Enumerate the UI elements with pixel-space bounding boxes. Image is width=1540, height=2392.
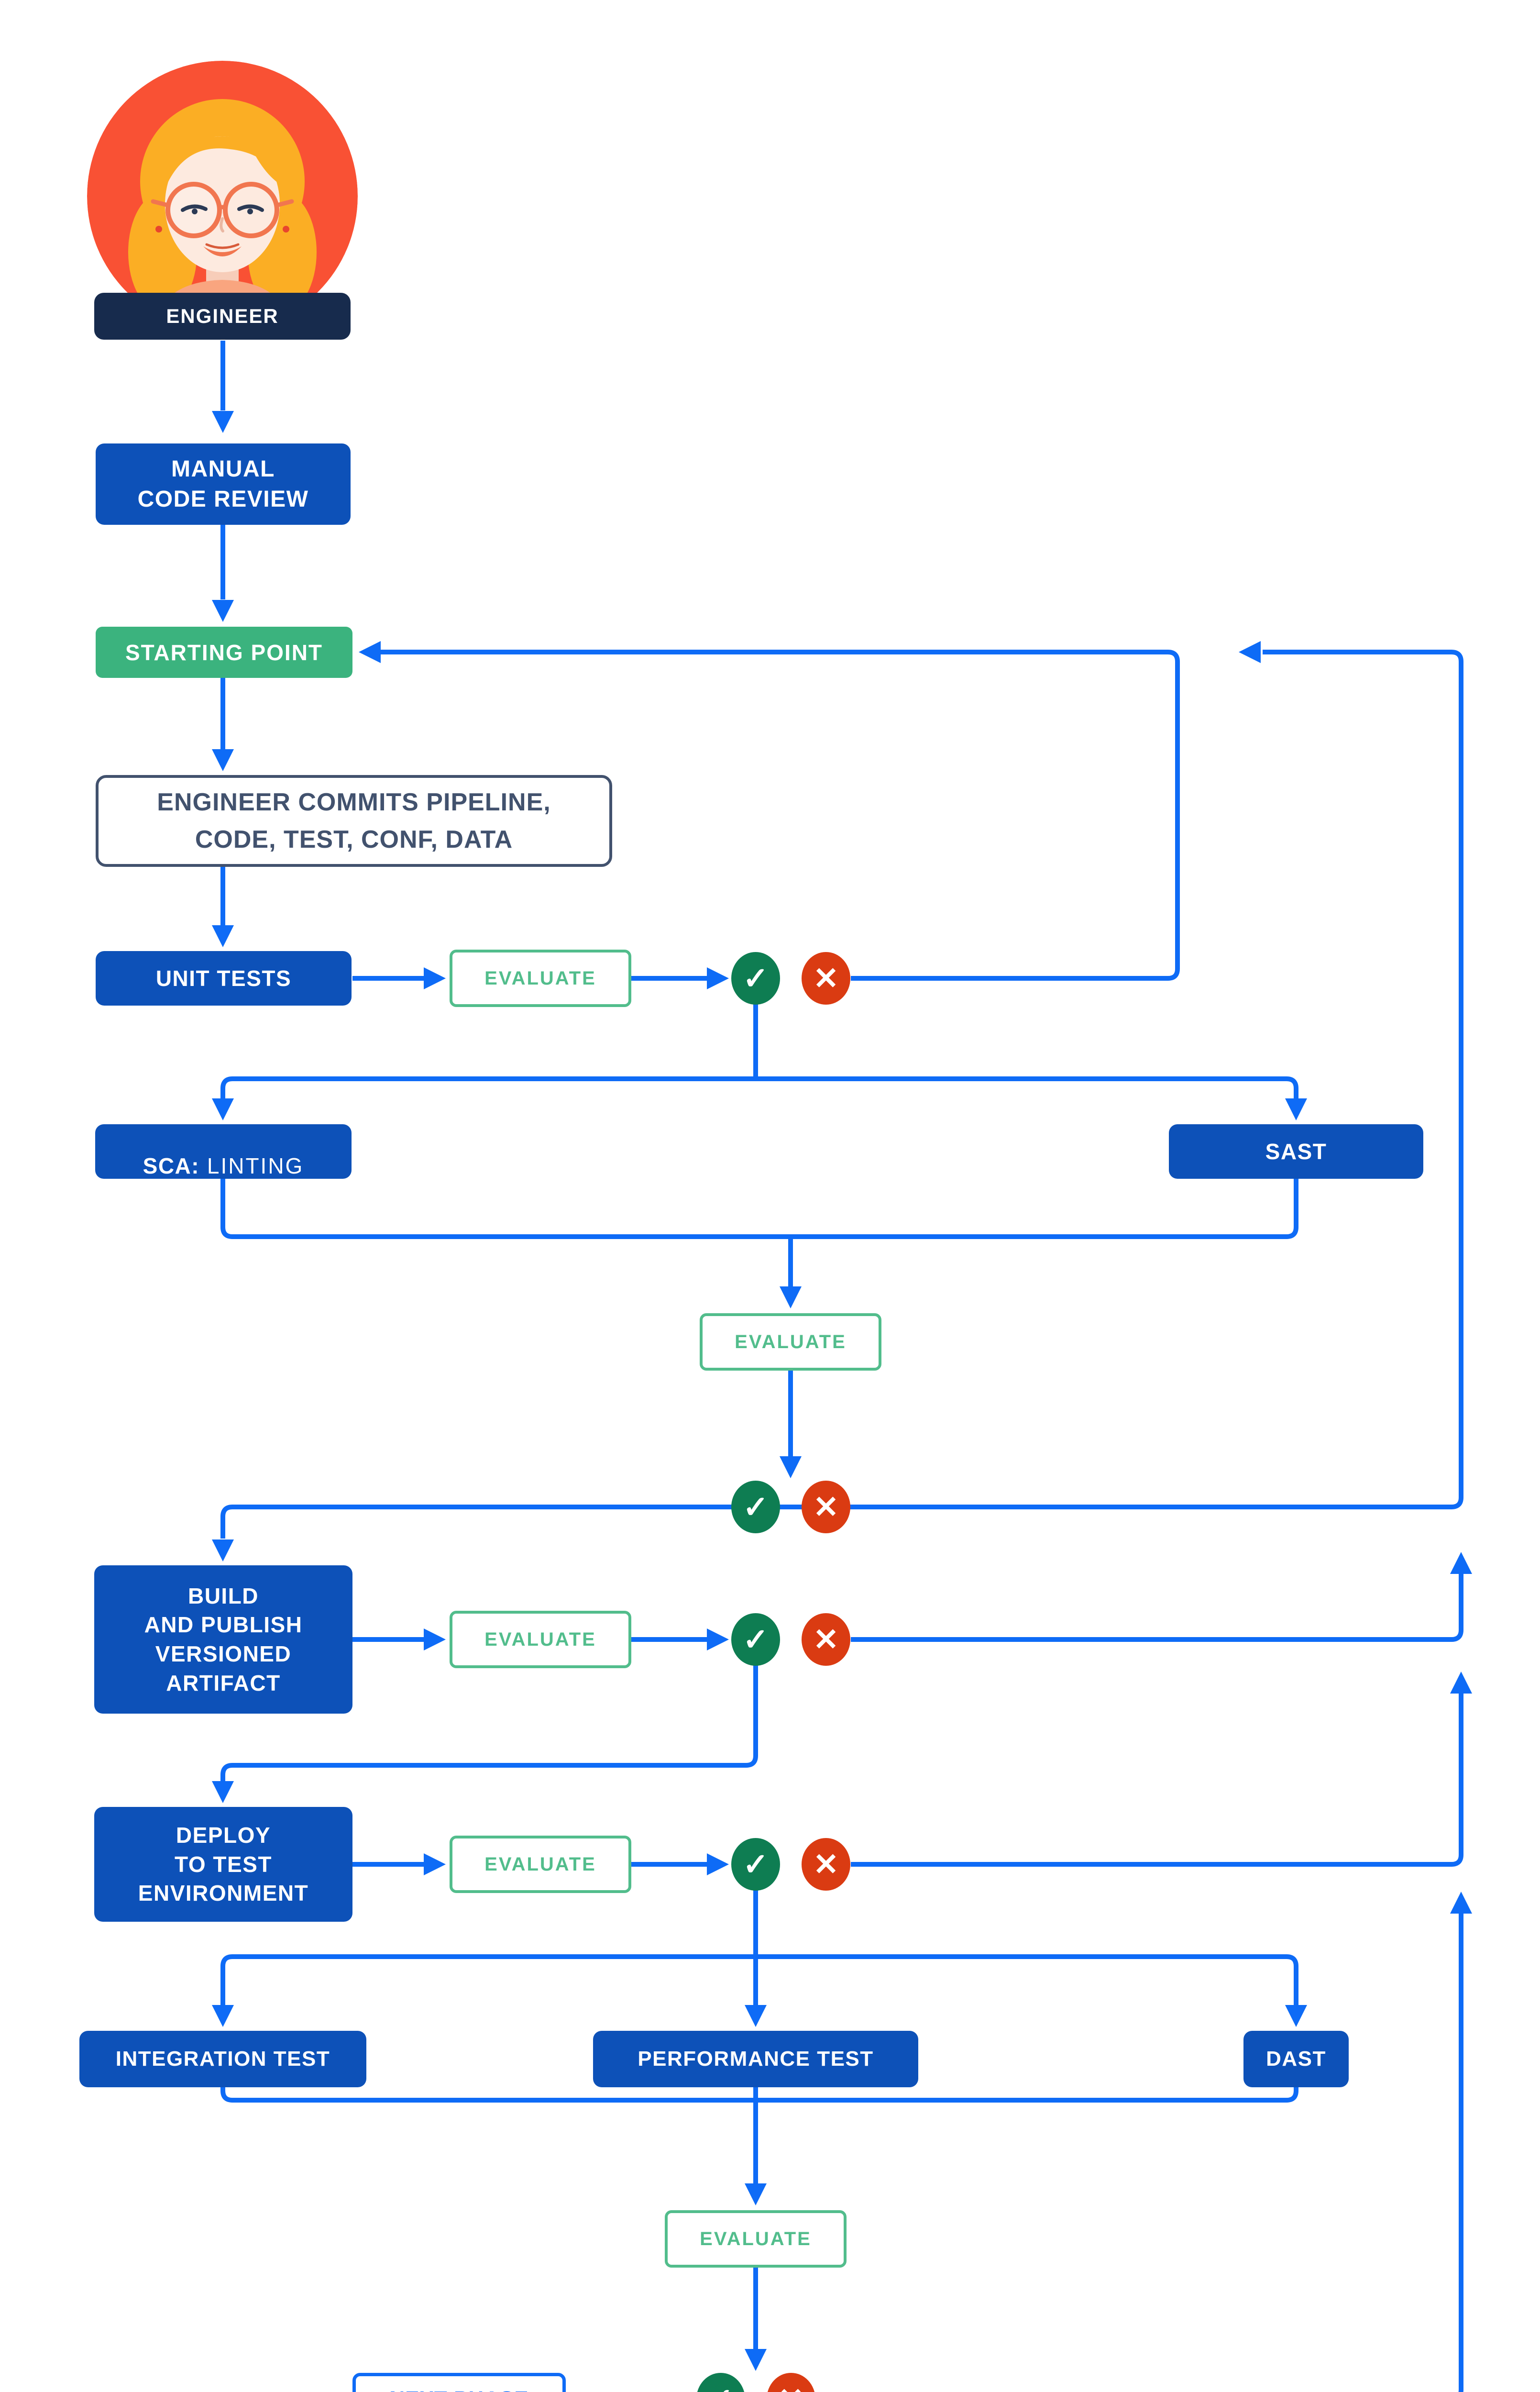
fail-icon-1: ✕ [802, 952, 850, 1005]
deploy-test-node: DEPLOY TO TEST ENVIRONMENT [94, 1807, 352, 1922]
manual-code-review-node: MANUAL CODE REVIEW [96, 443, 351, 525]
starting-point-node: STARTING POINT [96, 627, 352, 678]
engineer-avatar [87, 61, 358, 332]
engineer-label: ENGINEER [94, 293, 351, 340]
fail-icon-2: ✕ [802, 1481, 850, 1533]
commit-note: ENGINEER COMMITS PIPELINE, CODE, TEST, C… [96, 775, 612, 867]
sast-node: SAST [1169, 1124, 1423, 1179]
build-artifact-node: BUILD AND PUBLISH VERSIONED ARTIFACT [94, 1565, 352, 1714]
sca-linting-label: LINTING [199, 1153, 304, 1178]
pass-icon-1: ✓ [731, 952, 780, 1005]
sca-prefix-label: SCA: [143, 1153, 200, 1178]
dast-node: DAST [1243, 2031, 1349, 2087]
evaluate-node-4: EVALUATE [450, 1836, 631, 1893]
performance-test-node: PERFORMANCE TEST [593, 2031, 918, 2087]
evaluate-node-2: EVALUATE [700, 1313, 881, 1371]
pass-icon-4: ✓ [731, 1838, 780, 1891]
unit-tests-node: UNIT TESTS [96, 951, 352, 1006]
sca-linting-node: SCA: LINTING [95, 1124, 352, 1179]
next-phase-node: NEXT PHASE [352, 2373, 566, 2392]
fail-icon-4: ✕ [802, 1838, 850, 1891]
engineer-avatar-illustration [87, 61, 358, 332]
evaluate-node-3: EVALUATE [450, 1611, 631, 1668]
integration-test-node: INTEGRATION TEST [79, 2031, 366, 2087]
fail-icon-3: ✕ [802, 1613, 850, 1666]
evaluate-node-5: EVALUATE [665, 2210, 847, 2268]
pass-icon-2: ✓ [731, 1481, 780, 1533]
pass-icon-3: ✓ [731, 1613, 780, 1666]
evaluate-node-1: EVALUATE [450, 950, 631, 1007]
